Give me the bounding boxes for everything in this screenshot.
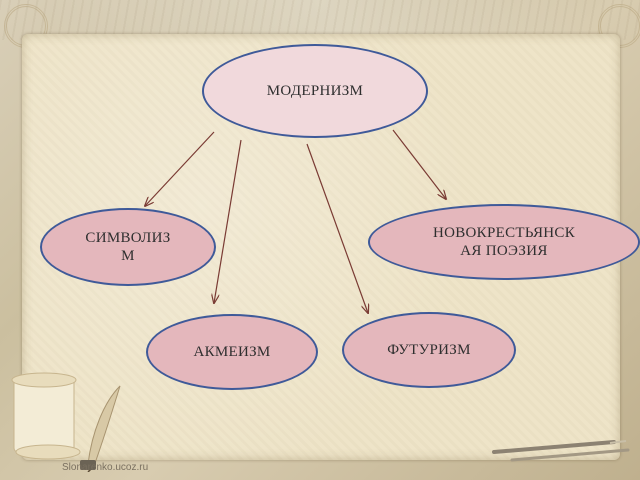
site-watermark: Slonarenko.ucoz.ru <box>62 462 149 473</box>
new-peasant-label-line1: НОВОКРЕСТЬЯНСК <box>432 225 576 241</box>
symbolism-label-line2: М <box>121 248 135 264</box>
new-peasant-label-line2: АЯ ПОЭЗИЯ <box>460 243 548 259</box>
futurism-label: ФУТУРИЗМ <box>387 342 471 358</box>
arrow-to-new-peasant <box>392 129 446 199</box>
arrow-to-acmeism <box>214 139 242 303</box>
handwriting-texture <box>0 0 640 40</box>
new-peasant-poetry-node: НОВОКРЕСТЬЯНСК АЯ ПОЭЗИЯ <box>368 204 640 280</box>
acmeism-label: АКМЕИЗМ <box>193 344 271 360</box>
futurism-node: ФУТУРИЗМ <box>342 312 516 388</box>
symbolism-node: СИМВОЛИЗ М <box>40 208 216 286</box>
acmeism-node: АКМЕИЗМ <box>146 314 318 390</box>
modernism-label: МОДЕРНИЗМ <box>266 83 364 99</box>
arrow-to-futurism <box>306 143 368 313</box>
arrow-to-symbolism <box>145 131 215 206</box>
scroll-quill-decoration <box>11 372 121 472</box>
symbolism-label-line1: СИМВОЛИЗ <box>85 230 171 246</box>
pen-decoration <box>492 440 630 462</box>
modernism-node: МОДЕРНИЗМ <box>202 44 428 138</box>
